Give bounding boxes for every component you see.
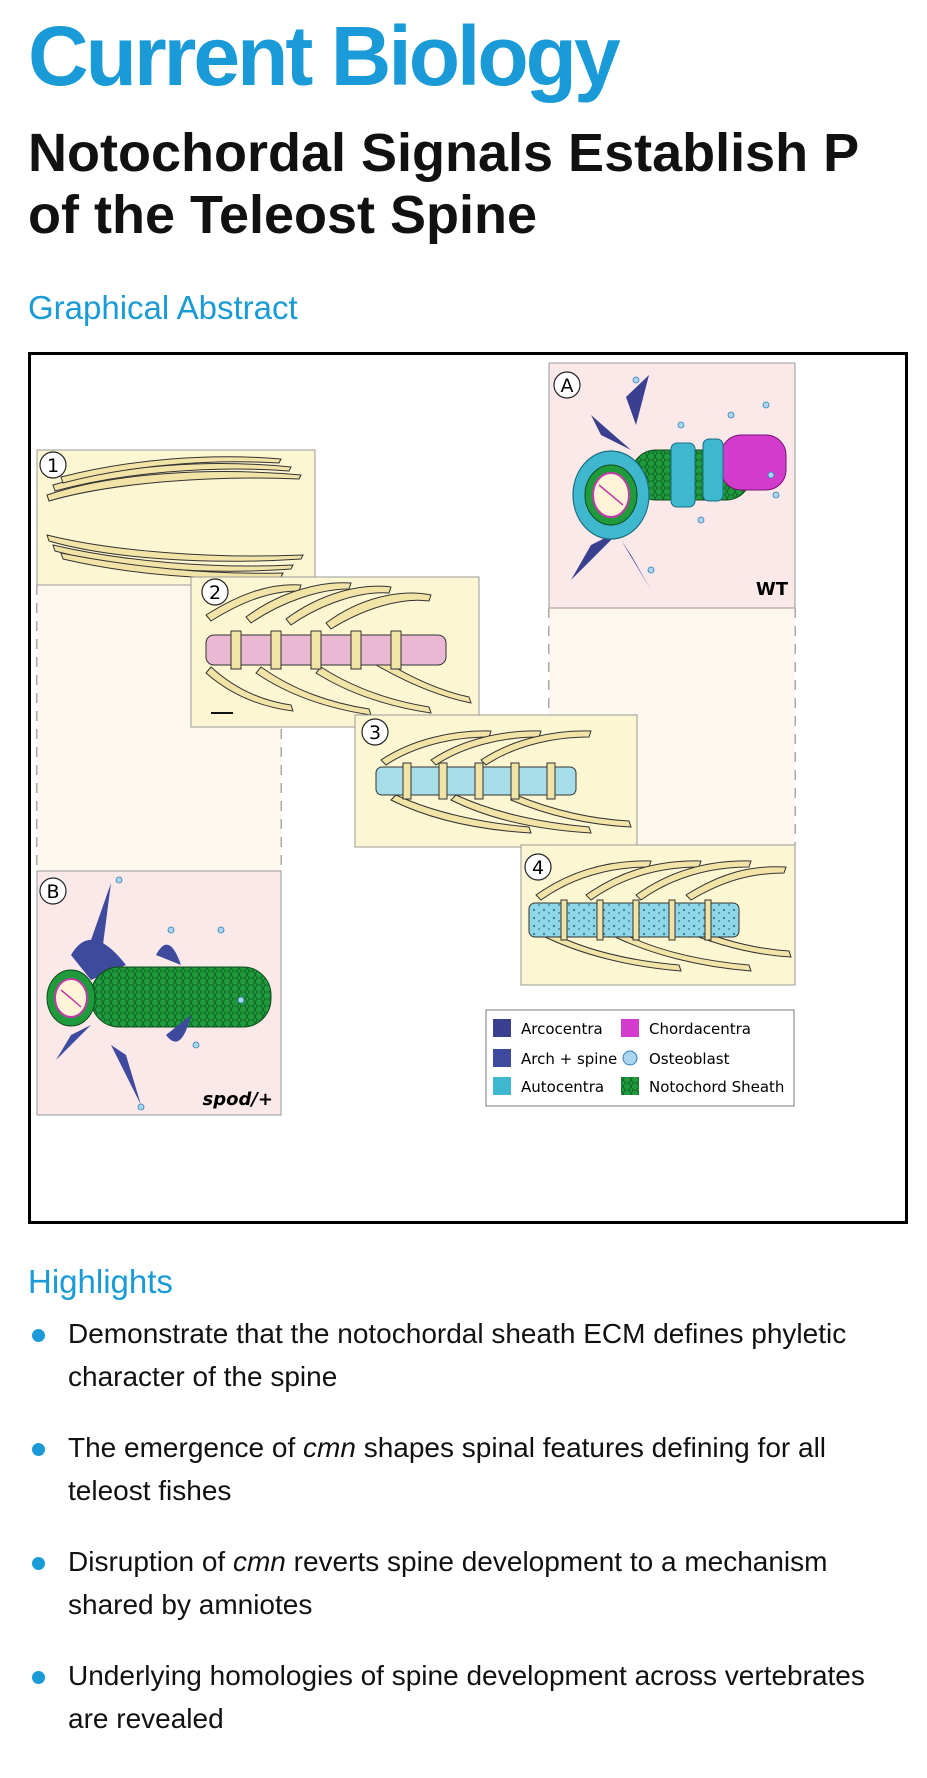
panel-2-label: 2 xyxy=(209,582,221,604)
svg-text:Arcocentra: Arcocentra xyxy=(521,1020,603,1038)
svg-text:Autocentra: Autocentra xyxy=(521,1078,604,1096)
legend-item-chordacentra: Chordacentra xyxy=(621,1019,751,1038)
panel-b-label: B xyxy=(46,881,59,903)
panel-a-wild-type: A WT xyxy=(548,362,796,609)
legend-item-arcocentra: Arcocentra xyxy=(493,1019,603,1038)
highlight-item: Demonstrate that the notochordal sheath … xyxy=(28,1312,908,1398)
panel-1: 1 xyxy=(36,449,316,586)
highlights-list: Demonstrate that the notochordal sheath … xyxy=(28,1312,908,1768)
legend-item-notochord-sheath: Notochord Sheath xyxy=(621,1077,784,1096)
title-line-2: of the Teleost Spine xyxy=(28,185,538,245)
svg-text:Arch + spine: Arch + spine xyxy=(521,1050,617,1068)
article-title: Notochordal Signals Establish P of the T… xyxy=(28,122,927,246)
panel-3: 3 xyxy=(354,714,638,848)
svg-text:Notochord Sheath: Notochord Sheath xyxy=(649,1078,784,1096)
wt-label: WT xyxy=(756,579,789,600)
panel-1-label: 1 xyxy=(47,455,59,477)
bullet-icon xyxy=(32,1557,45,1570)
panel-2: 2 xyxy=(190,576,480,728)
svg-text:Chordacentra: Chordacentra xyxy=(649,1020,751,1038)
graphical-abstract-heading: Graphical Abstract xyxy=(28,289,298,326)
graphical-abstract-figure: 1 2 xyxy=(28,352,908,1224)
panel-b-spod: B spod/+ xyxy=(36,870,282,1116)
highlight-item: Underlying homologies of spine developme… xyxy=(28,1654,908,1740)
journal-name: Current Biology xyxy=(28,9,621,103)
highlight-item: The emergence of cmn shapes spinal featu… xyxy=(28,1426,908,1512)
svg-text:Osteoblast: Osteoblast xyxy=(649,1050,730,1068)
bullet-icon xyxy=(32,1671,45,1684)
spod-label: spod/+ xyxy=(202,1089,273,1110)
panel-4: 4 xyxy=(520,844,796,986)
legend-item-autocentra: Autocentra xyxy=(493,1077,604,1096)
panel-3-label: 3 xyxy=(369,722,381,744)
bullet-icon xyxy=(32,1443,45,1456)
panel-4-label: 4 xyxy=(532,857,544,879)
highlight-item: Disruption of cmn reverts spine developm… xyxy=(28,1540,908,1626)
graphical-abstract-illustration: 1 2 xyxy=(36,362,796,1116)
highlights-heading: Highlights xyxy=(28,1263,173,1300)
legend-item-arch-spine: Arch + spine xyxy=(493,1049,617,1068)
legend: Arcocentra Arch + spine Autocentra Chord… xyxy=(485,1009,795,1107)
bullet-icon xyxy=(32,1329,45,1342)
title-line-1: Notochordal Signals Establish P xyxy=(28,123,860,183)
panel-a-label: A xyxy=(561,375,574,397)
legend-item-osteoblast: Osteoblast xyxy=(622,1050,730,1068)
